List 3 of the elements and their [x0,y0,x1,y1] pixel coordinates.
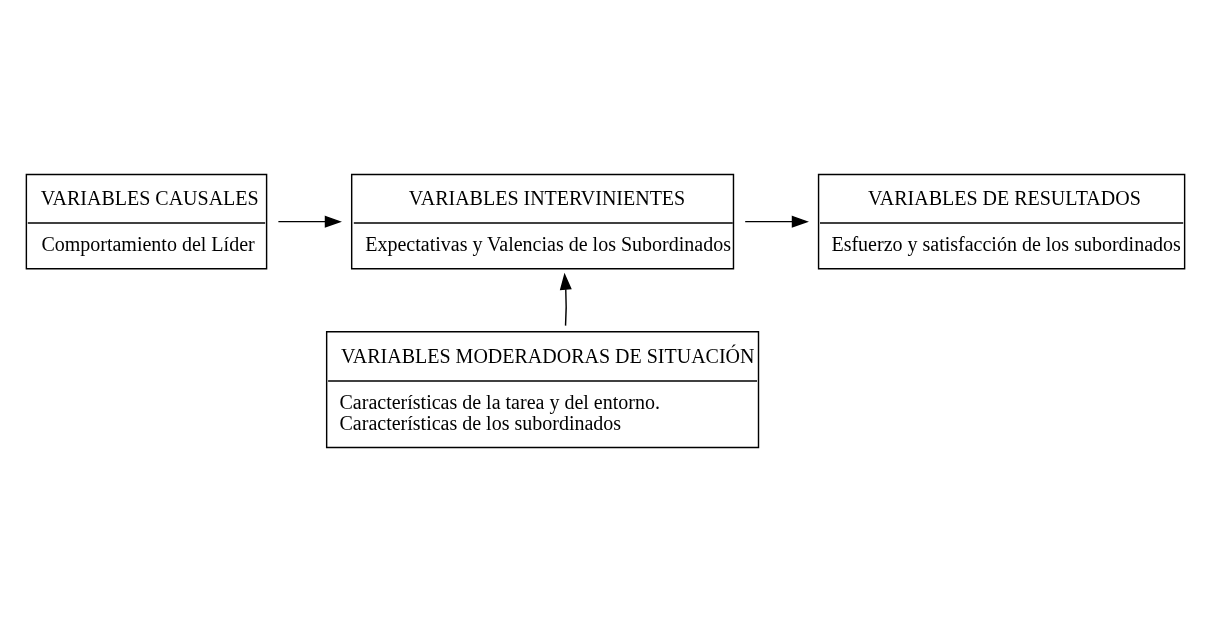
arrow [559,272,572,326]
arrow [744,215,809,228]
arrow [277,215,342,228]
